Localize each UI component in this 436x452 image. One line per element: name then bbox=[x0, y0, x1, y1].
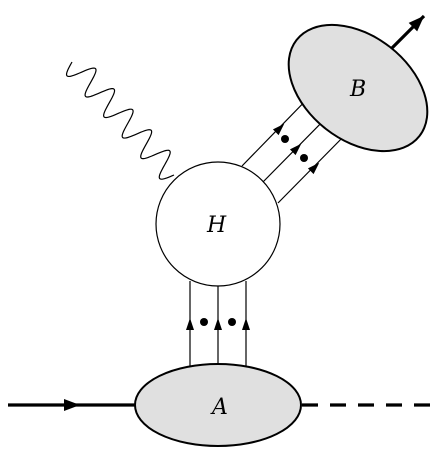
initial-parton-lines bbox=[186, 281, 250, 366]
parton-arrow-icon bbox=[242, 318, 250, 330]
parton-arrow-icon bbox=[214, 318, 222, 330]
blob-label-b: B bbox=[349, 77, 366, 102]
photon-wavy-line bbox=[65, 61, 175, 180]
ellipsis-dot bbox=[200, 318, 208, 326]
parton-arrow-icon bbox=[272, 123, 285, 136]
initial-state-blob: A bbox=[134, 363, 302, 447]
ellipsis-dot bbox=[300, 154, 308, 162]
final-state-blob: B bbox=[287, 23, 429, 153]
outgoing-arrow-icon bbox=[408, 15, 425, 32]
ellipsis-dot bbox=[228, 318, 236, 326]
hard-scattering-blob: H bbox=[155, 161, 281, 287]
blob-label-a: A bbox=[210, 395, 228, 420]
parton-arrow-icon bbox=[186, 318, 194, 330]
incoming-arrow-icon bbox=[64, 399, 80, 411]
parton-arrow-icon bbox=[307, 162, 320, 175]
ellipsis-dot bbox=[281, 135, 289, 143]
blob-label-h: H bbox=[206, 213, 227, 238]
incoming-particle-line bbox=[8, 399, 138, 411]
